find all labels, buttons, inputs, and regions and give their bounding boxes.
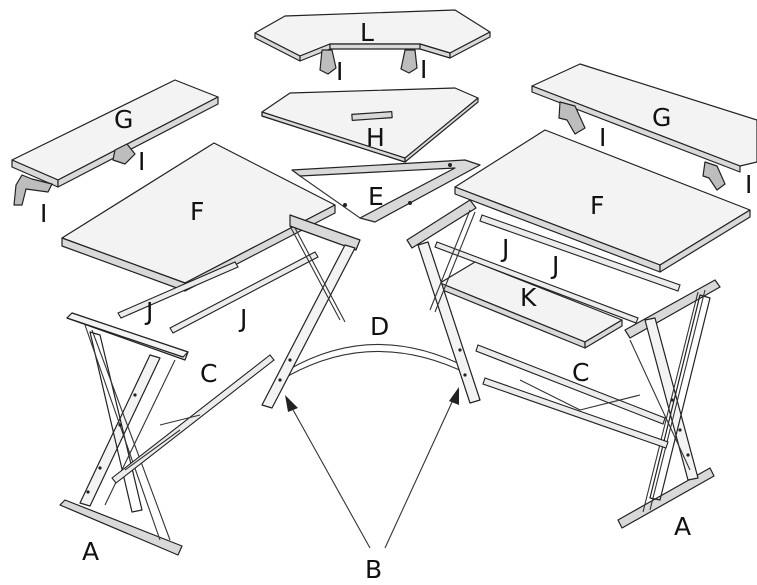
part-A-left-leg-frame bbox=[59, 312, 275, 556]
label-I-gl2: I bbox=[40, 199, 47, 228]
label-H: H bbox=[366, 123, 385, 152]
part-J-right-rails bbox=[434, 214, 681, 324]
label-I-l2: I bbox=[420, 55, 427, 84]
label-I-gr2: I bbox=[745, 170, 752, 199]
part-E-corner-frame bbox=[291, 159, 481, 223]
label-J-r1: J bbox=[500, 234, 509, 263]
part-G-left-shelf bbox=[11, 79, 219, 206]
label-E: E bbox=[368, 182, 384, 211]
part-G-right-shelf bbox=[531, 63, 757, 191]
label-I-gr1: I bbox=[599, 123, 606, 152]
label-C-left: C bbox=[200, 359, 217, 388]
part-labels: L I I G G H I I I I E F F J J K J J D C … bbox=[40, 18, 752, 584]
label-I-gl1: I bbox=[138, 147, 145, 176]
part-J-left-rails bbox=[117, 251, 319, 334]
label-F-right: F bbox=[590, 191, 604, 220]
label-K: K bbox=[520, 283, 537, 312]
part-H-corner-top bbox=[261, 87, 479, 163]
part-F-right-desktop bbox=[454, 129, 751, 273]
label-F-left: F bbox=[190, 197, 204, 226]
label-C-right: C bbox=[572, 358, 589, 387]
label-A-right: A bbox=[674, 512, 691, 541]
label-D: D bbox=[370, 312, 389, 341]
label-L: L bbox=[360, 18, 374, 47]
part-A-right-leg-frame bbox=[475, 279, 721, 529]
part-L-corner-shelf bbox=[254, 9, 491, 75]
part-K-shelf bbox=[439, 261, 623, 349]
label-J-l2: J bbox=[238, 304, 247, 333]
part-B-pointer-arrows bbox=[285, 387, 459, 549]
label-J-l1: J bbox=[144, 297, 153, 326]
part-B-middle-legs bbox=[261, 199, 481, 409]
part-D-curved-rail bbox=[287, 343, 469, 377]
label-J-r2: J bbox=[550, 251, 559, 280]
label-B: B bbox=[365, 555, 382, 584]
label-G-right: G bbox=[652, 103, 671, 132]
label-I-l1: I bbox=[336, 57, 343, 86]
label-G-left: G bbox=[114, 105, 133, 134]
label-A-left: A bbox=[82, 537, 99, 566]
